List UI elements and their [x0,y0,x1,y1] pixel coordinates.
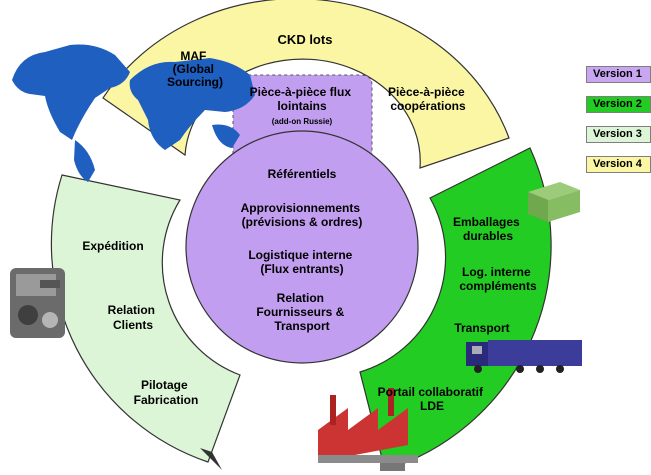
arc-arrowhead [200,448,222,470]
world-map-icon [12,44,255,182]
engine-icon [10,268,65,338]
approvisionnements-label: Approvisionnements (prévisions & ordres) [241,201,364,229]
legend-version-2: Version 2 [586,96,651,113]
logistique-interne-label: Logistique interne (Flux entrants) [248,248,355,276]
relation-fournisseurs-label: Relation Fournisseurs & Transport [256,291,347,333]
flux-lointains-label: Pièce-à-pièce flux lointains [250,85,355,113]
log-interne-label: Log. interne compléments [459,265,537,293]
emballages-label: Emballages durables [453,215,523,243]
ckd-lots-label: CKD lots [278,32,333,47]
right-arc-segment [359,147,552,471]
truck-icon [466,340,582,373]
legend-version-4: Version 4 [586,156,651,173]
portail-lde-label: Portail collaboratif LDE [378,385,487,413]
pilotage-fabrication-label: Pilotage Fabrication [134,378,199,407]
core-circle [185,130,419,364]
legend-version-1: Version 1 [586,66,651,83]
factory-icon [318,388,418,471]
cooperation-label: Pièce-à-pièce coopérations [388,85,468,113]
referentiels-label: Référentiels [268,167,337,181]
expedition-label: Expédition [82,239,143,253]
maf-label: MAF (Global Sourcing) [167,49,223,89]
transport-label: Transport [454,321,509,335]
russia-addon-note: (add-on Russie) [272,117,333,126]
legend-version-3: Version 3 [586,126,651,143]
relation-clients-label: Relation Clients [108,303,159,332]
container-icon [528,182,580,222]
